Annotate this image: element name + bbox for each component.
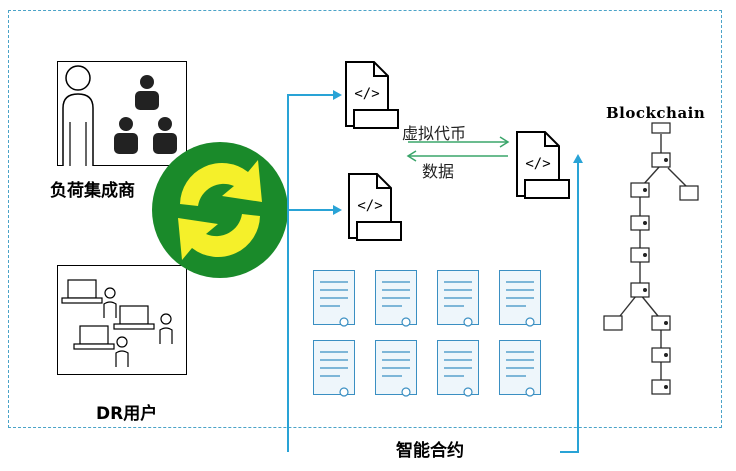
load-aggregator-label: 负荷集成商: [50, 181, 135, 201]
code-document-icon: </>: [345, 61, 399, 129]
diagram-frame: [8, 10, 722, 428]
users-computers-icon: [61, 279, 173, 367]
dr-users-panel: [57, 265, 187, 375]
dr-users-label: DR用户: [96, 404, 158, 424]
svg-text:</>: </>: [354, 86, 379, 102]
exchange-arrows: [406, 136, 510, 162]
recycle-arrows-icon: [152, 142, 288, 278]
code-document-icon: </>: [516, 131, 570, 199]
blockchain-label: Blockchain: [606, 104, 706, 122]
data-label: 数据: [422, 162, 455, 181]
presenter-icon: [62, 65, 94, 166]
svg-text:</>: </>: [525, 156, 550, 172]
virtual-currency-label: 虚拟代币: [402, 124, 467, 143]
load-aggregator-panel: [57, 61, 187, 166]
code-document-icon: </>: [348, 173, 402, 241]
audience-icon: [114, 75, 177, 154]
smart-contract-label: 智能合约: [390, 436, 470, 461]
svg-text:</>: </>: [357, 198, 382, 214]
